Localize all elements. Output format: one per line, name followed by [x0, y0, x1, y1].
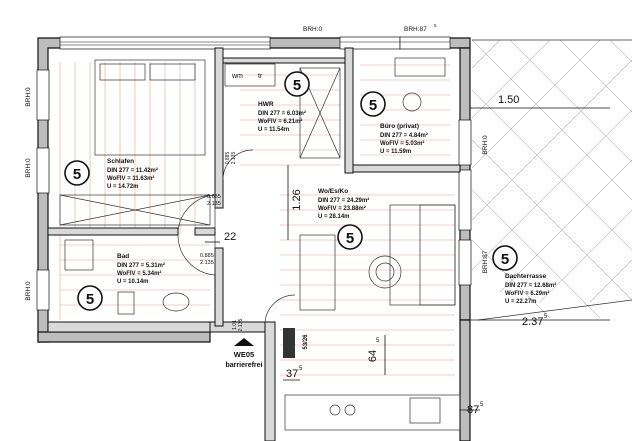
- room-wofiv-schlafen: WoFlV = 11.63m²: [107, 175, 154, 182]
- brh-top-a: BRH:0: [303, 26, 323, 33]
- room-u-wohnen: U = 28.14m: [318, 214, 350, 220]
- door-2-top: 0.885: [200, 253, 214, 259]
- badge-bad: 5: [86, 291, 94, 308]
- entrance-note: barrierefrei: [226, 362, 263, 369]
- room-name-buero: Büro (privat): [380, 123, 419, 130]
- entrance-code: WE05: [234, 350, 254, 359]
- room-u-buero: U = 11.59m: [380, 149, 411, 155]
- room-din-schlafen: DIN 277 = 11.42m²: [107, 167, 158, 174]
- brh-top-b: BRH:87: [404, 26, 427, 33]
- dimension-lines: [205, 107, 610, 411]
- doors: [177, 149, 296, 323]
- room-din-wohnen: DIN 277 = 24.29m²: [318, 197, 369, 204]
- dim-237-sup: 5: [544, 314, 548, 320]
- brh-left-3: BRH:0: [25, 281, 32, 301]
- room-din-buero: DIN 277 = 4.84m²: [380, 132, 428, 139]
- badge-buero: 5: [369, 97, 377, 114]
- room-name-hwr: HWR: [258, 101, 274, 108]
- badge-circle-hwr: [284, 71, 310, 97]
- badge-terrasse: 5: [501, 251, 509, 268]
- interior-walls: [47, 47, 461, 441]
- terrace-hatch: [471, 39, 632, 330]
- dim-645: 64: [367, 350, 379, 362]
- room-guides: [59, 62, 455, 376]
- room-name-terrasse: Dachterrasse: [505, 273, 547, 280]
- badge-circle-wohnen: [337, 224, 363, 250]
- badge-hwr: 5: [293, 77, 301, 94]
- room-u-bad: U = 10.14m: [117, 279, 149, 285]
- badge-circle-buero: [360, 91, 386, 117]
- room-u-schlafen: U = 14.72m: [107, 184, 139, 190]
- room-din-bad: DIN 277 = 5.31m²: [117, 262, 165, 269]
- appliance-tr: tr: [258, 73, 263, 80]
- dim-645-sup: 5: [376, 338, 380, 344]
- room-wofiv-terrasse: WoFlV = 6.29m²: [505, 290, 549, 297]
- badge-wohnen: 5: [346, 230, 354, 247]
- room-din-terrasse: DIN 277 = 12.68m²: [505, 282, 556, 289]
- dim-237: 2.37: [522, 316, 543, 328]
- brh-left-2: BRH:0: [25, 158, 32, 178]
- appliance-wm: wm: [231, 73, 243, 80]
- brh-right-2: BRH:87: [482, 250, 489, 273]
- badge-schlafen: 5: [73, 166, 81, 183]
- dim-150: 1.50: [498, 94, 519, 106]
- dim-875: 87: [467, 404, 479, 416]
- dim-126: 1.26: [291, 189, 303, 210]
- door-1-bot: 2.135: [207, 201, 221, 207]
- door-hwr-b: 2.135: [231, 152, 237, 165]
- door-small-b: 2.135: [238, 319, 244, 332]
- room-name-bad: Bad: [117, 253, 129, 260]
- dim-375-sup: 5: [299, 366, 303, 372]
- dim-22: 22: [224, 231, 236, 243]
- room-wofiv-bad: WoFlV = 5.34m²: [117, 270, 161, 277]
- brh-top-b-sup: 5: [434, 23, 437, 28]
- entrance-arrow: [234, 338, 254, 346]
- room-din-hwr: DIN 277 = 6.03m²: [258, 110, 306, 117]
- badge-circle-bad: [77, 285, 103, 311]
- door-1-top: 0.885: [207, 194, 221, 200]
- room-u-terrasse: U = 22.27m: [505, 299, 537, 305]
- badge-circle-schlafen: [64, 160, 90, 186]
- badge-circle-terrasse: [492, 245, 518, 271]
- door-small-a: 1.01: [232, 320, 238, 330]
- room-name-wohnen: Wo/Es/Ko: [318, 188, 348, 195]
- brh-right-1: BRH:0: [482, 135, 489, 155]
- room-u-hwr: U = 11.54m: [258, 127, 289, 133]
- windows: [36, 36, 472, 311]
- brh-left-1: BRH:0: [25, 87, 32, 107]
- outer-walls: [37, 37, 471, 441]
- room-wofiv-wohnen: WoFlV = 23.88m²: [318, 205, 366, 212]
- shaft-label: 53/26: [303, 334, 309, 350]
- door-2-bot: 2.135: [200, 260, 214, 266]
- room-name-schlafen: Schlafen: [107, 158, 134, 165]
- dim-375: 37: [286, 368, 298, 380]
- dim-875-sup: 5: [480, 402, 484, 408]
- door-hwr-a: 0.885: [225, 152, 231, 165]
- room-wofiv-buero: WoFlV = 5.03m²: [380, 140, 424, 147]
- room-wofiv-hwr: WoFlV = 6.21m²: [258, 118, 302, 125]
- shaft: [283, 328, 295, 358]
- furniture: [59, 57, 461, 431]
